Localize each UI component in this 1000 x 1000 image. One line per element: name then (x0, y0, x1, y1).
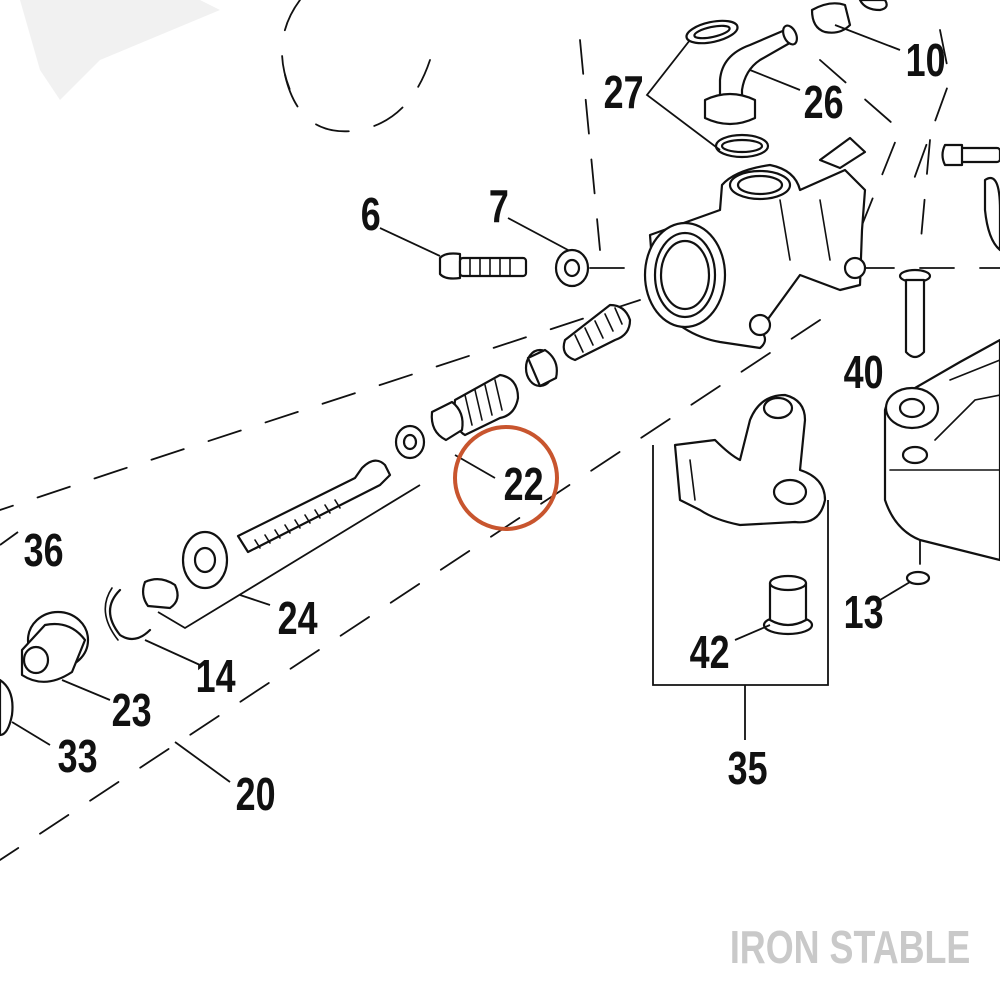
assembly-dashed-lines (0, 0, 1000, 861)
callout-33: 33 (58, 731, 98, 782)
part-42-bushing (734, 574, 814, 641)
callout-42: 42 (690, 627, 730, 678)
callout-20: 20 (236, 769, 276, 820)
callout-10: 10 (906, 35, 946, 86)
part-7-washer (507, 217, 590, 288)
callout-23: 23 (112, 685, 152, 736)
part-22-leader (454, 454, 496, 479)
part-40-pin (898, 268, 932, 359)
callout-26: 26 (804, 77, 844, 128)
part-piston-cup (524, 348, 558, 388)
callout-13: 13 (844, 587, 884, 638)
part-35-bracket-assembly (652, 393, 829, 740)
callout-14: 14 (196, 651, 236, 702)
callout-labels: 6 7 10 27 26 40 22 36 24 14 23 33 20 35 … (24, 35, 946, 820)
part-22-piston-assembly (430, 373, 520, 442)
part-13-small-washer (879, 570, 931, 601)
part-seal-ring (394, 424, 426, 460)
callout-6: 6 (361, 189, 381, 240)
master-cylinder-body (643, 136, 867, 350)
part-23-boot (20, 610, 111, 701)
callout-27: 27 (604, 67, 644, 118)
part-36-leader (0, 531, 19, 546)
part-26-elbow-fitting (703, 24, 801, 126)
part-20-leader (174, 741, 231, 783)
watermark-shape (20, 0, 220, 100)
part-33-washer (0, 678, 51, 746)
callout-36: 36 (24, 525, 64, 576)
part-6-bolt (379, 227, 528, 280)
part-right-bolt (941, 143, 1000, 252)
part-10-clamp (810, 0, 901, 51)
part-24-push-rod (157, 459, 421, 630)
watermark-text: IRON STABLE (729, 921, 970, 973)
callout-35: 35 (728, 743, 768, 794)
part-14-snap-ring (104, 578, 201, 666)
callout-22: 22 (504, 459, 544, 510)
callout-24: 24 (278, 593, 318, 644)
callout-40: 40 (844, 347, 884, 398)
part-piston-spring (562, 303, 632, 362)
part-27-snap-ring (645, 19, 770, 159)
part-22-highlight-circle (453, 425, 559, 531)
callout-7: 7 (489, 181, 509, 232)
caliper-body (883, 338, 1000, 562)
